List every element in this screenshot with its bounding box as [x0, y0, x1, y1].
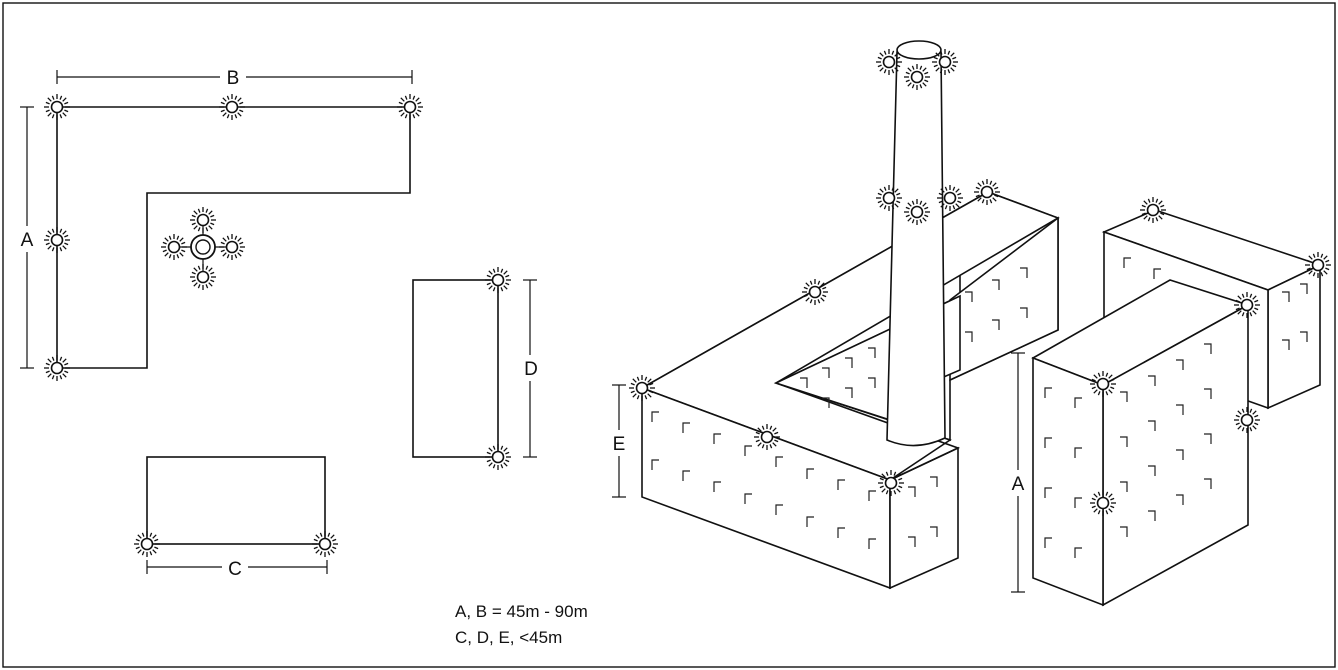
- obstruction-light-icon: [484, 443, 512, 471]
- obstruction-light-icon: [218, 233, 246, 261]
- iso-chimney: [886, 40, 946, 447]
- dimension-a-plan: A: [16, 106, 38, 369]
- obstruction-light-icon: [903, 63, 931, 91]
- obstruction-light-icon: [189, 263, 217, 291]
- obstruction-light-icon: [1233, 291, 1261, 319]
- obstruction-light-icon: [311, 530, 339, 558]
- legend-line-1: A, B = 45m - 90m: [455, 602, 588, 621]
- dimension-b: B: [56, 64, 413, 89]
- obstruction-light-icon: [936, 184, 964, 212]
- obstruction-light-icon: [877, 469, 905, 497]
- obstruction-light-icon: [160, 233, 188, 261]
- label-a-plan: A: [21, 230, 34, 251]
- obstruction-light-icon: [875, 48, 903, 76]
- obstruction-light-icon: [43, 354, 71, 382]
- obstruction-light-icon: [396, 93, 424, 121]
- dimension-e: E: [608, 384, 630, 498]
- obstruction-light-icon: [1304, 251, 1332, 279]
- label-d: D: [524, 359, 538, 380]
- plan-building-d: D: [412, 266, 541, 471]
- legend-line-2: C, D, E, <45m: [455, 628, 562, 647]
- obstruction-light-icon: [43, 226, 71, 254]
- obstruction-light-icon: [43, 93, 71, 121]
- obstruction-light-icon: [903, 198, 931, 226]
- label-b: B: [227, 68, 240, 89]
- obstruction-light-icon: [1089, 370, 1117, 398]
- iso-l-block: [640, 191, 1060, 590]
- plan-l-building: [56, 106, 411, 369]
- obstruction-light-icon: [801, 278, 829, 306]
- plan-chimney: [160, 206, 246, 291]
- obstruction-light-icon: [189, 206, 217, 234]
- label-c: C: [228, 559, 242, 580]
- obstruction-light-icon: [973, 178, 1001, 206]
- label-e: E: [613, 434, 626, 455]
- dimension-a-iso: A: [1007, 352, 1029, 593]
- obstruction-light-icon: [1139, 196, 1167, 224]
- obstruction-light-icon: [1089, 489, 1117, 517]
- legend: A, B = 45m - 90m C, D, E, <45m: [455, 602, 588, 647]
- obstruction-light-icon: [628, 374, 656, 402]
- obstruction-light-icon: [753, 423, 781, 451]
- obstruction-light-icon: [931, 48, 959, 76]
- obstruction-light-icon: [133, 530, 161, 558]
- obstruction-light-icon: [484, 266, 512, 294]
- obstruction-light-icon: [875, 184, 903, 212]
- plan-lights: [43, 93, 424, 382]
- iso-tall-block: [1031, 279, 1251, 607]
- label-a-iso: A: [1012, 474, 1025, 495]
- obstruction-light-icon: [218, 93, 246, 121]
- plan-building-c: C: [133, 456, 339, 580]
- obstruction-light-icon: [1233, 406, 1261, 434]
